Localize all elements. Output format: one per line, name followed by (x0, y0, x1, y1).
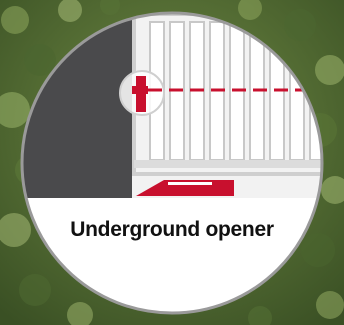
caption-label: Underground opener (34, 218, 310, 242)
